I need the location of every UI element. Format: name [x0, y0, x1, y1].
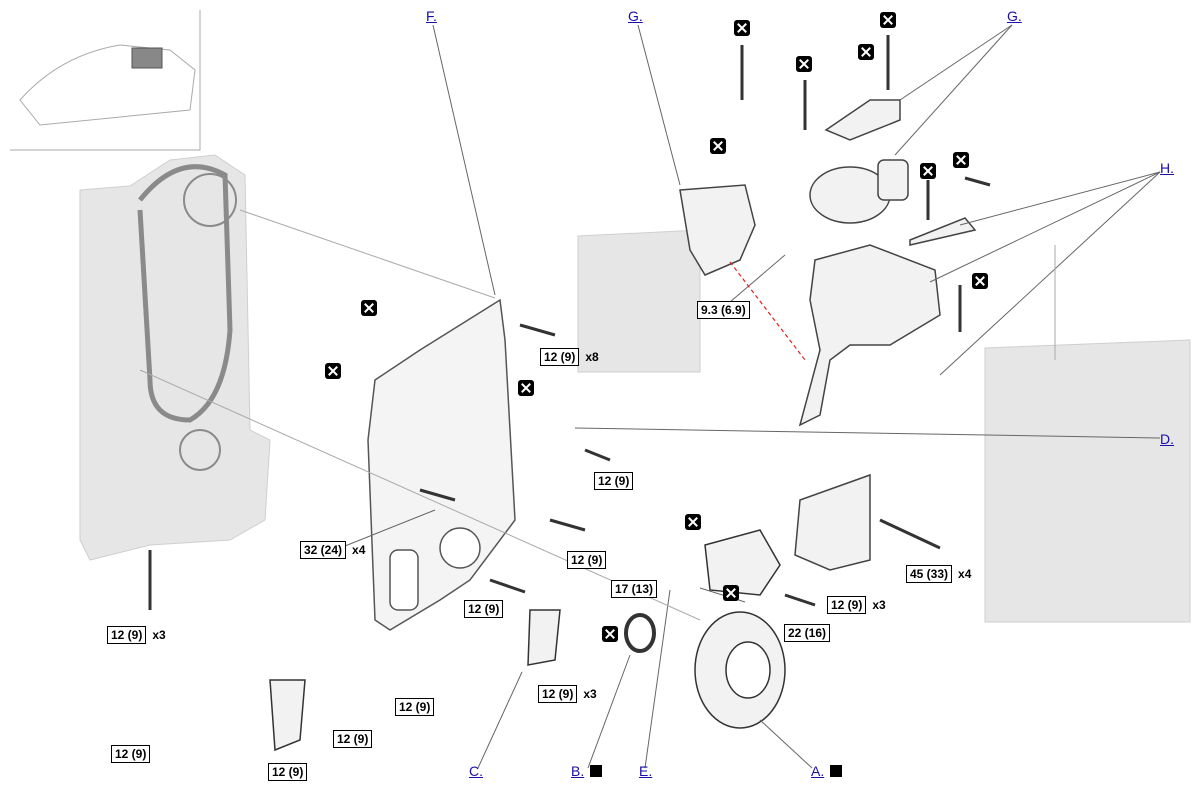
torque-callout: 9.3 (6.9)	[697, 301, 750, 319]
torque-callout: 32 (24) x4	[300, 541, 365, 559]
torque-value: 17 (13)	[611, 580, 658, 598]
torque-value: 12 (9)	[268, 763, 308, 781]
replace-part-x-icon	[710, 138, 726, 154]
torque-callout: 12 (9) x3	[538, 685, 597, 703]
link-a[interactable]: A.	[811, 763, 825, 779]
replace-part-x-icon	[953, 152, 969, 168]
note-square-icon	[590, 765, 603, 777]
torque-value: 12 (9)	[538, 685, 578, 703]
note-square-icon	[830, 765, 843, 777]
link-e[interactable]: E.	[639, 763, 653, 779]
replace-part-x-icon	[858, 44, 874, 60]
link-a-wrap: A.	[811, 763, 843, 779]
replace-part-x-icon	[920, 163, 936, 179]
torque-value: 12 (9)	[111, 745, 151, 763]
torque-callout: 12 (9)	[111, 745, 151, 763]
link-b-wrap: B.	[571, 763, 603, 779]
torque-quantity: x4	[352, 543, 366, 557]
torque-value: 12 (9)	[107, 626, 147, 644]
timing-chain	[137, 164, 237, 471]
link-b[interactable]: B.	[571, 763, 585, 779]
replace-part-x-icon	[734, 20, 750, 36]
torque-callout: 12 (9)	[567, 551, 607, 569]
torque-callout: 12 (9)	[464, 600, 504, 618]
torque-callout: 12 (9)	[333, 730, 373, 748]
pulley-and-pump	[269, 529, 786, 752]
torque-value: 12 (9)	[395, 698, 435, 716]
leader-lines	[139, 24, 1161, 769]
torque-value: 12 (9)	[567, 551, 607, 569]
torque-callout: 12 (9) x3	[107, 626, 166, 644]
link-h[interactable]: H.	[1160, 160, 1174, 176]
torque-value: 12 (9)	[333, 730, 373, 748]
torque-quantity: x4	[958, 567, 972, 581]
replace-part-x-icon	[723, 585, 739, 601]
torque-quantity: x8	[585, 350, 599, 364]
replace-part-x-icon	[518, 380, 534, 396]
bolts	[148, 35, 991, 610]
torque-callout: 22 (16)	[784, 624, 831, 642]
torque-value: 9.3 (6.9)	[697, 301, 750, 319]
torque-callout: 12 (9)	[395, 698, 435, 716]
torque-quantity: x3	[872, 598, 886, 612]
link-g-right[interactable]: G.	[1007, 8, 1022, 24]
replace-part-x-icon	[972, 273, 988, 289]
torque-value: 12 (9)	[594, 472, 634, 490]
torque-callout: 45 (33) x4	[906, 565, 971, 583]
torque-callout: 12 (9) x8	[540, 348, 599, 366]
torque-callout: 12 (9)	[594, 472, 634, 490]
torque-quantity: x3	[152, 628, 166, 642]
torque-quantity: x3	[583, 687, 597, 701]
timing-cover	[367, 298, 516, 631]
vehicle-locator-inset	[10, 10, 201, 151]
torque-value: 12 (9)	[827, 596, 867, 614]
link-f[interactable]: F.	[426, 8, 437, 24]
engine-mount	[679, 99, 977, 571]
replace-part-x-icon	[325, 363, 341, 379]
torque-callout: 17 (13)	[611, 580, 658, 598]
torque-value: 12 (9)	[464, 600, 504, 618]
torque-callout: 12 (9)	[268, 763, 308, 781]
torque-value: 22 (16)	[784, 624, 831, 642]
replace-part-x-icon	[685, 514, 701, 530]
replace-part-x-icon	[602, 626, 618, 642]
torque-value: 32 (24)	[300, 541, 347, 559]
link-c[interactable]: C.	[469, 763, 483, 779]
torque-callout: 12 (9) x3	[827, 596, 886, 614]
replace-part-x-icon	[796, 56, 812, 72]
engine-block-silhouette	[79, 154, 1191, 623]
link-d[interactable]: D.	[1160, 431, 1174, 447]
torque-value: 12 (9)	[540, 348, 580, 366]
replace-part-x-icon	[361, 300, 377, 316]
torque-value: 45 (33)	[906, 565, 953, 583]
link-g-left[interactable]: G.	[628, 8, 643, 24]
replace-part-x-icon	[880, 12, 896, 28]
